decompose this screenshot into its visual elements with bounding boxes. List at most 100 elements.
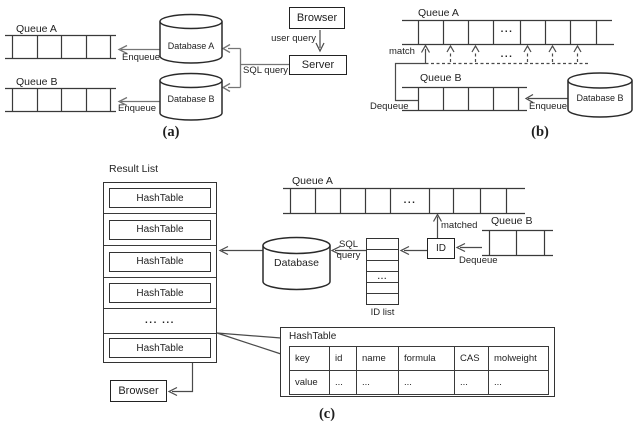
- database-b-cylinder: [567, 80, 633, 118]
- id-list-cell: [367, 261, 398, 272]
- database-a-label: Database A: [167, 41, 215, 51]
- hashtable-header-row: key id name formula CAS molweight: [289, 346, 549, 371]
- id-list-cell: [367, 250, 398, 261]
- id-list-label: ID list: [370, 307, 395, 318]
- hashtable-detail: HashTable key id name formula CAS molwei…: [280, 327, 555, 397]
- id-box: ID: [427, 238, 455, 259]
- enqueue-b-arrow: [117, 96, 160, 107]
- id-list-ellipsis-cell: ...: [367, 272, 398, 283]
- result-list-ellipsis: ... ...: [145, 315, 175, 326]
- queue-b-cells: [402, 86, 527, 112]
- idlist-to-database-arrow: [330, 245, 366, 256]
- id-list: ...: [366, 238, 399, 305]
- database-b-cylinder-top: [567, 72, 633, 89]
- match-arrows-ellipsis: ...: [500, 49, 514, 60]
- queue-a-cells: [5, 34, 116, 60]
- match-dashed-arrows: [449, 51, 579, 62]
- database-cylinder-top: [262, 236, 331, 255]
- enqueue-a-label: Enqueue: [122, 52, 161, 63]
- header-cell: CAS: [454, 346, 489, 371]
- result-list-ellipsis-row: ... ...: [104, 309, 216, 334]
- header-cell: id: [329, 346, 357, 371]
- value-cell: ...: [398, 370, 455, 395]
- queue-b-cells: [5, 87, 116, 113]
- match-arrow: [420, 44, 431, 64]
- database-cylinder: [262, 245, 331, 291]
- result-list: HashTable HashTable HashTable HashTable …: [103, 182, 217, 363]
- panel-a-lines: [5, 13, 325, 121]
- queue-a-label: Queue A: [292, 175, 333, 187]
- queue-b-label: Queue B: [16, 76, 58, 88]
- match-dashed-arrowheads: [446, 44, 582, 53]
- dequeue-label: Dequeue: [370, 101, 409, 112]
- panel-b-lines: [394, 19, 633, 118]
- hashtable-item: HashTable: [109, 219, 211, 240]
- database-a-cylinder: [159, 21, 223, 64]
- result-list-row: HashTable: [104, 278, 216, 309]
- browser-label: Browser: [296, 12, 338, 24]
- enqueue-label: Enqueue: [529, 101, 568, 112]
- hashtable-value-row: value ... ... ... ... ...: [289, 370, 549, 395]
- queue-b-label: Queue B: [491, 215, 533, 227]
- resultlist-to-hashtable-lines: [216, 332, 282, 355]
- result-list-row: HashTable: [104, 214, 216, 246]
- result-list-row: HashTable: [104, 183, 216, 214]
- value-cell: ...: [329, 370, 357, 395]
- panel-c-lines: [167, 187, 553, 397]
- sql-query-label: SQL query: [243, 65, 289, 76]
- value-cell: ...: [356, 370, 399, 395]
- dequeue-arrow: [455, 242, 482, 253]
- database-a-cylinder-top: [159, 13, 223, 30]
- id-list-cell: [367, 283, 398, 294]
- database-b-label: Database B: [576, 93, 624, 103]
- caption-b: (b): [531, 124, 549, 140]
- value-cell: ...: [488, 370, 549, 395]
- queue-a-label: Queue A: [418, 7, 459, 19]
- queue-a-label: Queue A: [16, 23, 57, 35]
- matched-arrow: [432, 213, 443, 238]
- database-to-resultlist-arrow: [218, 245, 263, 256]
- browser-label: Browser: [118, 385, 159, 397]
- value-cell: value: [289, 370, 330, 395]
- value-cell: ...: [454, 370, 489, 395]
- header-cell: molweight: [488, 346, 549, 371]
- header-cell: formula: [398, 346, 455, 371]
- browser-box: Browser: [289, 7, 345, 29]
- result-list-row: HashTable: [104, 334, 216, 362]
- caption-c: (c): [318, 406, 336, 422]
- queue-b-label: Queue B: [420, 72, 462, 84]
- server-box: Server: [289, 55, 347, 75]
- result-list-label: Result List: [109, 163, 159, 175]
- enqueue-a-arrow: [117, 44, 160, 55]
- resultlist-to-browser-elbow: [167, 363, 194, 397]
- hashtable-item: HashTable: [109, 338, 211, 358]
- sql-query-elbow: [221, 43, 289, 93]
- database-b-cylinder: [159, 80, 223, 121]
- hashtable-item: HashTable: [109, 188, 211, 208]
- enqueue-b-label: Enqueue: [118, 103, 157, 114]
- enqueue-arrow: [524, 93, 568, 104]
- id-box-label: ID: [436, 243, 446, 254]
- hashtable-item: HashTable: [109, 283, 211, 303]
- header-cell: key: [289, 346, 330, 371]
- user-query-arrow: [315, 30, 325, 53]
- sql-query-line1: SQL: [338, 239, 358, 250]
- result-list-row: HashTable: [104, 246, 216, 278]
- matched-label: matched: [441, 220, 478, 231]
- server-label: Server: [301, 59, 335, 71]
- database-label: Database: [274, 257, 319, 269]
- queue-a-ellipsis: ...: [500, 24, 514, 35]
- id-list-cell: [367, 239, 398, 250]
- user-query-label: user query: [271, 33, 316, 44]
- queue-b-cells: [482, 229, 553, 257]
- queue-a-cells: [283, 187, 525, 215]
- match-label: match: [389, 46, 415, 57]
- database-b-label: Database B: [167, 94, 215, 104]
- hashtable-detail-table: key id name formula CAS molweight value …: [289, 346, 549, 395]
- id-list-cell: [367, 294, 398, 304]
- id-to-idlist-arrow: [399, 245, 427, 256]
- queue-a-ellipsis: ...: [403, 195, 417, 206]
